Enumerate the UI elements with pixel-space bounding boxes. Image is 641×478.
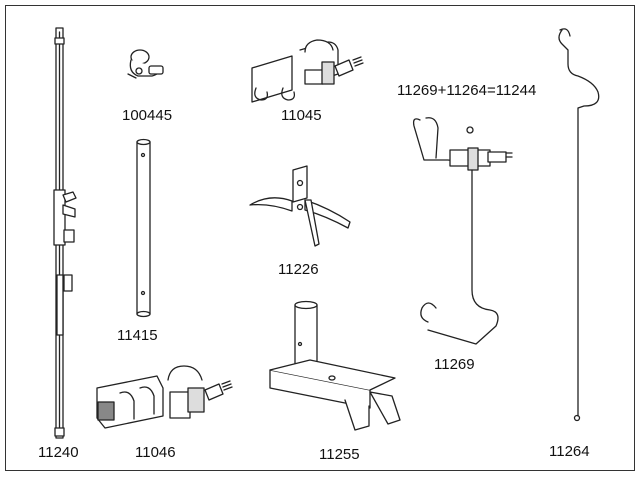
hanger-11269-drawing [412, 117, 513, 345]
clamp-100445-drawing [127, 49, 164, 79]
part-label-11046: 11046 [135, 444, 176, 461]
part-label-11045: 11045 [281, 107, 322, 124]
kit-equation-label: 11269+11264=11244 [397, 82, 537, 99]
base-11255-drawing [269, 300, 401, 431]
rod-11264-drawing [558, 28, 600, 422]
clamp-11045-drawing [251, 39, 364, 103]
part-label-11255: 11255 [319, 446, 360, 463]
part-label-11264: 11264 [549, 443, 590, 460]
clamp-11046-drawing [96, 365, 233, 429]
pole-11240-drawing [53, 27, 77, 439]
bracket-11226-drawing [249, 165, 351, 247]
part-label-100445: 100445 [122, 107, 173, 124]
part-label-11226: 11226 [278, 261, 319, 278]
part-label-11415: 11415 [117, 327, 158, 344]
part-label-11269: 11269 [434, 356, 475, 373]
tube-11415-drawing [136, 138, 151, 318]
part-label-11240: 11240 [38, 444, 79, 461]
diagram-frame [5, 5, 635, 471]
